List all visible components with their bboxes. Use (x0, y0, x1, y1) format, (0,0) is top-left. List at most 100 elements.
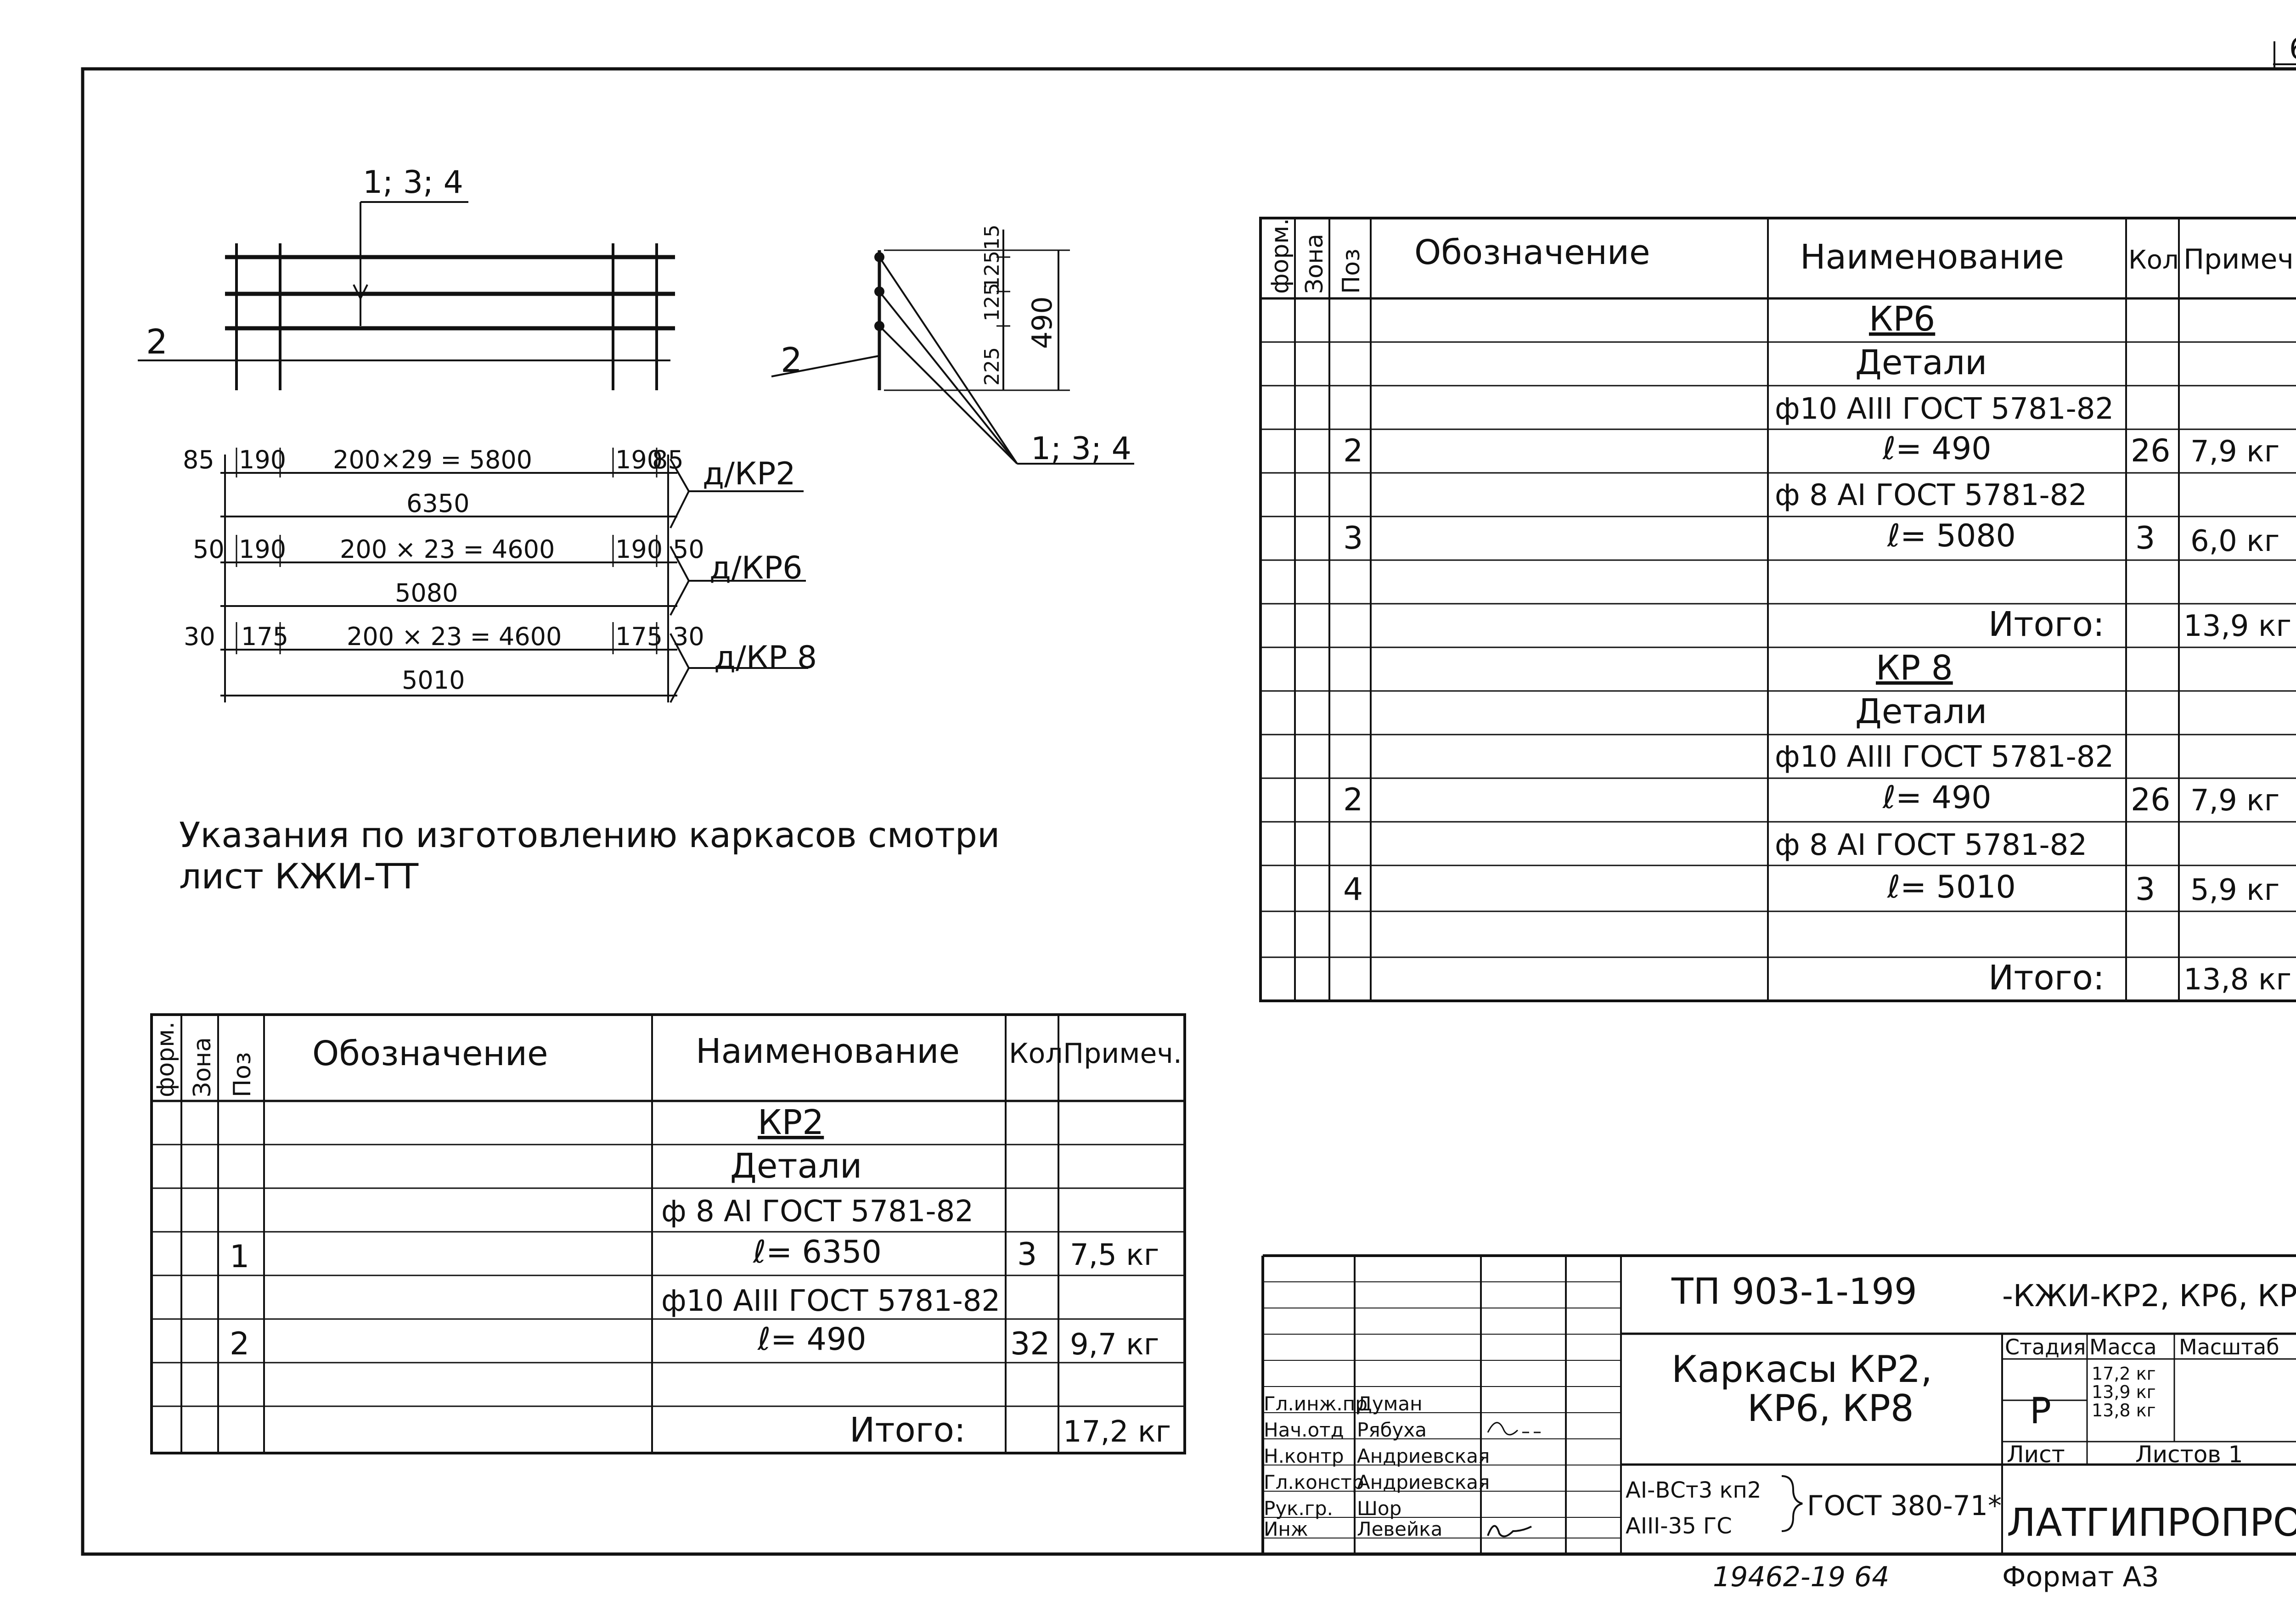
row-position: 1 (230, 1239, 249, 1275)
mass-value: 13,9 кг (2092, 1382, 2156, 1402)
bar-position-2-label: 2 (146, 322, 168, 362)
row-quantity: 32 (1010, 1326, 1050, 1362)
section-subtitle: Детали (1855, 692, 1987, 731)
header-designation: Обозначение (1414, 233, 1650, 272)
row-name: ф 8 АI ГОСТ 5781-82 (1775, 478, 2087, 512)
table-row: 4 ℓ= 5010 3 5,9 кг (1343, 869, 2279, 908)
dim-total-length: 5080 (395, 578, 458, 607)
dim-middle-span: 200 × 23 = 4600 (340, 535, 555, 564)
table-total-row: Итого: 13,9 кг (1988, 605, 2291, 644)
dim-right-edge: 50 (673, 535, 704, 564)
dim-right-step: 190 (615, 445, 663, 474)
signature-mark (1487, 1525, 1532, 1538)
header-designation: Обозначение (312, 1034, 548, 1073)
role-label: Инж (1264, 1518, 1308, 1540)
section-position-2-label: 2 (781, 341, 802, 380)
dim-left-step: 190 (239, 535, 286, 564)
document-suffix: -КЖИ-КР2, КР6, КР8 (2002, 1278, 2296, 1314)
header-format: форм. (152, 1022, 180, 1097)
row-name: ℓ= 490 (757, 1321, 866, 1358)
signature-roles: Гл.инж.пр Думан Нач.отд Рябуха Н.контр А… (1264, 1392, 1490, 1540)
stage-value: Р (2030, 1391, 2051, 1432)
row-name: ℓ= 490 (1882, 780, 1991, 816)
header-note: Примеч. (2183, 243, 2296, 275)
table-row: 2 ℓ= 490 32 9,7 кг (230, 1321, 1159, 1362)
signature-mark (1487, 1422, 1541, 1436)
row-note: 7,9 кг (2190, 435, 2279, 469)
dim-left-edge: 30 (184, 622, 215, 651)
header-format: форм. (1266, 218, 1294, 294)
dim-right-edge: 30 (673, 622, 704, 651)
row-note: 5,9 кг (2190, 873, 2279, 907)
note-line-1: Указания по изготовлению каркасов смотри (179, 814, 1000, 855)
drawing-title-line-2: КР6, КР8 (1747, 1387, 1914, 1430)
section-dim-total: 490 (1026, 296, 1058, 349)
spec-table-kr6-kr8 (1259, 217, 2296, 1002)
dim-left-step: 190 (239, 445, 286, 474)
table-row: ф10 АIII ГОСТ 5781-82 (661, 1284, 1000, 1318)
dimension-row-kr8: 30 175 200 × 23 = 4600 175 30 5010 д/КР … (184, 622, 817, 695)
table-row: ф 8 АI ГОСТ 5781-82 (1775, 478, 2087, 512)
section-subtitle: Детали (730, 1146, 862, 1186)
person-name: Андриевская (1357, 1471, 1490, 1493)
section-title: КР2 (758, 1103, 824, 1142)
dimension-row-kr2: 85 190 200×29 = 5800 190 85 6350 д/КР2 (183, 445, 795, 518)
row-note: 6,0 кг (2190, 524, 2279, 558)
section-positions-label: 1; 3; 4 (1031, 431, 1131, 467)
total-label: Итого: (1988, 958, 2105, 998)
role-label: Н.контр (1264, 1445, 1344, 1467)
dim-total-length: 6350 (406, 489, 469, 518)
drawing-title-line-1: Каркасы КР2, (1671, 1348, 1932, 1391)
table-row: 2 ℓ= 490 26 7,9 кг (1343, 780, 2279, 818)
person-name: Шор (1357, 1497, 1401, 1520)
row-note: 7,5 кг (1070, 1238, 1159, 1272)
row-name: ℓ= 6350 (753, 1234, 882, 1270)
mass-header: Масса (2089, 1335, 2157, 1359)
frame-mark-label: д/КР2 (703, 456, 795, 492)
section-dim-mid2: 125 (980, 283, 1004, 321)
table-total-row: Итого: 17,2 кг (850, 1410, 1171, 1450)
row-name: ф10 АIII ГОСТ 5781-82 (661, 1284, 1000, 1318)
dim-left-edge: 85 (183, 445, 214, 474)
role-label: Гл.инж.пр (1264, 1392, 1367, 1415)
row-note: 9,7 кг (1070, 1328, 1159, 1362)
sheets-count: Листов 1 (2135, 1441, 2243, 1468)
header-name: Наименование (1800, 237, 2064, 277)
row-name: ф10 АIII ГОСТ 5781-82 (1775, 740, 2114, 774)
person-name: Левейка (1357, 1518, 1442, 1540)
section-dim-mid1: 125 (980, 251, 1004, 289)
section-title: КР 8 (1876, 648, 1953, 688)
section-dim-bottom: 225 (980, 347, 1004, 386)
material-standard: ГОСТ 380-71* (1807, 1490, 2002, 1522)
total-value: 13,9 кг (2183, 609, 2291, 643)
total-label: Итого: (1988, 605, 2105, 644)
dim-right-step: 190 (615, 535, 663, 564)
role-label: Нач.отд (1264, 1419, 1344, 1441)
table-row: ф 8 АI ГОСТ 5781-82 (1775, 828, 2087, 862)
title-block (1261, 1254, 2296, 1554)
table-total-row: Итого: 13,8 кг (1988, 958, 2291, 998)
header-name: Наименование (696, 1032, 960, 1071)
row-name: ф 8 АI ГОСТ 5781-82 (661, 1195, 974, 1229)
spec-table-kr2 (150, 1013, 1186, 1454)
total-value: 17,2 кг (1063, 1415, 1171, 1449)
header-zone: Зона (1301, 234, 1328, 294)
section-subtitle: Детали (1855, 343, 1987, 382)
document-code: ТП 903-1-199 (1671, 1271, 1917, 1313)
dim-right-edge: 85 (652, 445, 684, 474)
material-grade-2: АIII-35 ГС (1626, 1513, 1732, 1539)
row-name: ℓ= 5080 (1887, 518, 2016, 554)
dim-middle-span: 200×29 = 5800 (333, 445, 532, 474)
dim-left-step: 175 (241, 622, 288, 651)
header-position: Поз (1338, 248, 1365, 294)
material-grade-1: АI-ВСт3 кп2 (1626, 1477, 1761, 1503)
header-quantity: Кол (2128, 245, 2179, 275)
row-quantity: 3 (1017, 1236, 1037, 1273)
section-view-drawing (771, 230, 1134, 465)
mass-value: 13,8 кг (2092, 1400, 2156, 1420)
bar-positions-label: 1; 3; 4 (363, 164, 463, 201)
inventory-number: 19462-19 64 (1713, 1561, 1889, 1593)
row-position: 3 (1343, 520, 1363, 556)
table-row: 3 ℓ= 5080 3 6,0 кг (1343, 518, 2279, 558)
